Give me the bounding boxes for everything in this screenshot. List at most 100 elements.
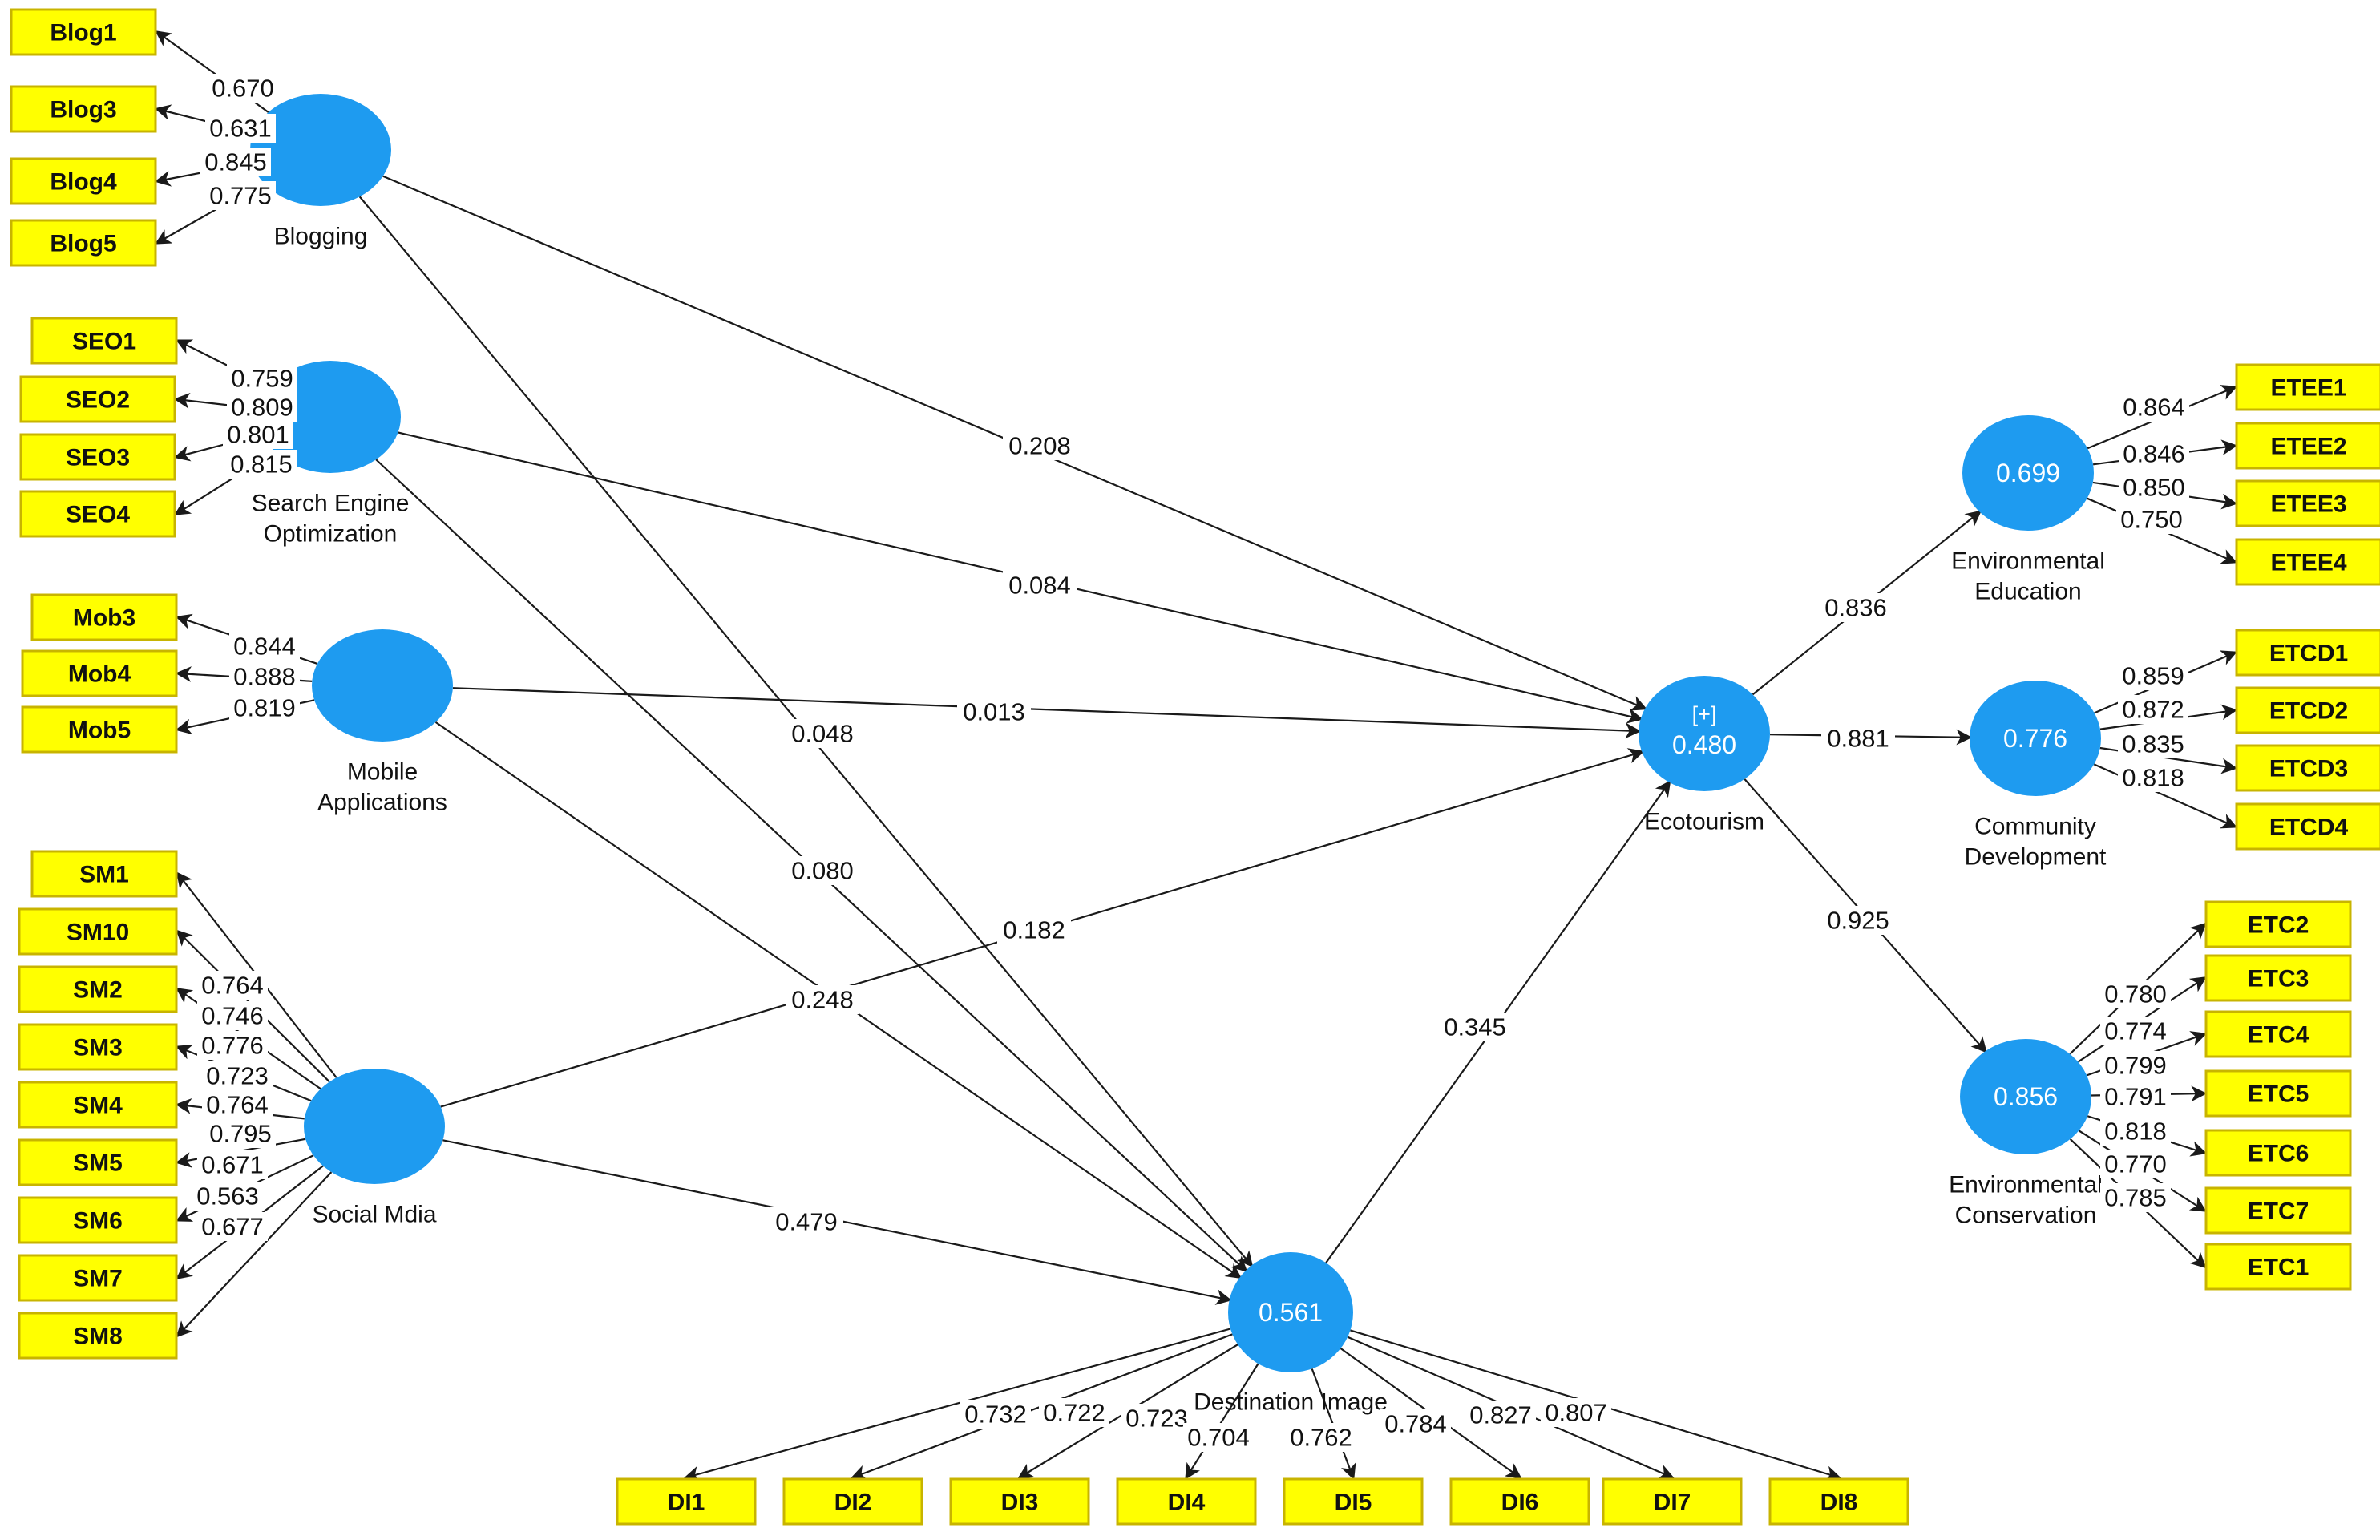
latent-circle-ecotourism[interactable] xyxy=(1639,676,1770,791)
indicator-box[interactable]: SEO1 xyxy=(30,317,178,365)
indicator-box[interactable]: ETEE3 xyxy=(2235,479,2380,527)
indicator-box[interactable]: ETC3 xyxy=(2204,954,2352,1002)
indicator-box[interactable]: Blog4 xyxy=(10,157,157,205)
indicator-box[interactable]: SM5 xyxy=(18,1138,178,1186)
indicator-box[interactable]: ETCD4 xyxy=(2235,802,2380,851)
indicator-rect-ETEE4[interactable] xyxy=(2235,538,2380,586)
indicator-box[interactable]: SM4 xyxy=(18,1081,178,1129)
indicator-rect-DI3[interactable] xyxy=(949,1477,1090,1526)
indicator-box[interactable]: SM10 xyxy=(18,907,178,956)
indicator-rect-SM6[interactable] xyxy=(18,1196,178,1244)
indicator-rect-Blog3[interactable] xyxy=(10,85,157,133)
indicator-rect-SEO2[interactable] xyxy=(19,375,176,423)
indicator-rect-Mob5[interactable] xyxy=(21,705,178,754)
indicator-rect-ETC1[interactable] xyxy=(2204,1243,2352,1291)
indicator-rect-ETC6[interactable] xyxy=(2204,1129,2352,1177)
indicator-rect-DI5[interactable] xyxy=(1283,1477,1424,1526)
latent-circle-env_education[interactable] xyxy=(1962,415,2094,531)
indicator-box[interactable]: ETEE4 xyxy=(2235,538,2380,586)
indicator-rect-DI1[interactable] xyxy=(616,1477,757,1526)
latent-circle-community_dev[interactable] xyxy=(1970,681,2101,796)
indicator-rect-SM10[interactable] xyxy=(18,907,178,956)
latent-node-social[interactable]: Social Mdia xyxy=(304,1069,445,1228)
indicator-box[interactable]: Blog3 xyxy=(10,85,157,133)
indicator-rect-ETC4[interactable] xyxy=(2204,1010,2352,1058)
indicator-box[interactable]: SEO4 xyxy=(19,490,176,538)
indicator-rect-ETCD3[interactable] xyxy=(2235,744,2380,792)
indicator-box[interactable]: SM7 xyxy=(18,1254,178,1302)
indicator-box[interactable]: ETC6 xyxy=(2204,1129,2352,1177)
indicator-box[interactable]: SM6 xyxy=(18,1196,178,1244)
latent-node-blogging[interactable]: Blogging xyxy=(250,94,391,250)
indicator-rect-ETEE2[interactable] xyxy=(2235,422,2380,470)
indicator-box[interactable]: Mob4 xyxy=(21,649,178,697)
indicator-rect-SM2[interactable] xyxy=(18,965,178,1013)
indicator-box[interactable]: ETC7 xyxy=(2204,1186,2352,1235)
indicator-box[interactable]: DI4 xyxy=(1116,1477,1257,1526)
indicator-box[interactable]: SEO3 xyxy=(19,433,176,481)
indicator-rect-DI8[interactable] xyxy=(1768,1477,1909,1526)
indicator-box[interactable]: ETC5 xyxy=(2204,1069,2352,1118)
indicator-box[interactable]: SM2 xyxy=(18,965,178,1013)
latent-circle-blogging[interactable] xyxy=(250,94,391,206)
indicator-rect-Blog1[interactable] xyxy=(10,8,157,56)
indicator-box[interactable]: ETC2 xyxy=(2204,900,2352,948)
indicator-rect-Blog5[interactable] xyxy=(10,219,157,267)
indicator-rect-SM8[interactable] xyxy=(18,1312,178,1360)
indicator-rect-ETCD4[interactable] xyxy=(2235,802,2380,851)
indicator-rect-SM3[interactable] xyxy=(18,1023,178,1071)
latent-circle-social[interactable] xyxy=(304,1069,445,1184)
indicator-rect-SEO1[interactable] xyxy=(30,317,178,365)
indicator-box[interactable]: DI2 xyxy=(782,1477,923,1526)
indicator-box[interactable]: Blog1 xyxy=(10,8,157,56)
latent-circle-env_conservation[interactable] xyxy=(1960,1039,2091,1154)
indicator-box[interactable]: DI5 xyxy=(1283,1477,1424,1526)
indicator-box[interactable]: ETCD2 xyxy=(2235,686,2380,734)
indicator-box[interactable]: Mob3 xyxy=(30,593,178,641)
indicator-rect-ETC5[interactable] xyxy=(2204,1069,2352,1118)
indicator-rect-ETC3[interactable] xyxy=(2204,954,2352,1002)
indicator-rect-SM1[interactable] xyxy=(30,850,178,898)
indicator-box[interactable]: SEO2 xyxy=(19,375,176,423)
indicator-rect-SM4[interactable] xyxy=(18,1081,178,1129)
indicator-rect-Mob4[interactable] xyxy=(21,649,178,697)
indicator-box[interactable]: Mob5 xyxy=(21,705,178,754)
indicator-box[interactable]: ETEE1 xyxy=(2235,363,2380,411)
indicator-rect-SEO4[interactable] xyxy=(19,490,176,538)
indicator-box[interactable]: ETEE2 xyxy=(2235,422,2380,470)
indicator-box[interactable]: DI8 xyxy=(1768,1477,1909,1526)
indicator-rect-SEO3[interactable] xyxy=(19,433,176,481)
indicator-rect-ETCD1[interactable] xyxy=(2235,629,2380,677)
indicator-rect-Blog4[interactable] xyxy=(10,157,157,205)
indicator-box[interactable]: DI6 xyxy=(1449,1477,1590,1526)
indicator-rect-DI2[interactable] xyxy=(782,1477,923,1526)
indicator-box[interactable]: SM8 xyxy=(18,1312,178,1360)
indicator-box[interactable]: Blog5 xyxy=(10,219,157,267)
indicator-box[interactable]: SM3 xyxy=(18,1023,178,1071)
indicator-rect-DI4[interactable] xyxy=(1116,1477,1257,1526)
indicator-rect-DI7[interactable] xyxy=(1602,1477,1743,1526)
indicator-rect-ETC7[interactable] xyxy=(2204,1186,2352,1235)
latent-circle-destination[interactable] xyxy=(1228,1252,1353,1372)
indicator-rect-SM5[interactable] xyxy=(18,1138,178,1186)
indicator-box[interactable]: ETCD3 xyxy=(2235,744,2380,792)
indicator-rect-ETCD2[interactable] xyxy=(2235,686,2380,734)
indicator-box[interactable]: ETC1 xyxy=(2204,1243,2352,1291)
indicator-rect-DI6[interactable] xyxy=(1449,1477,1590,1526)
indicator-box[interactable]: ETC4 xyxy=(2204,1010,2352,1058)
indicator-rect-ETEE1[interactable] xyxy=(2235,363,2380,411)
indicator-box[interactable]: SM1 xyxy=(30,850,178,898)
indicator-box[interactable]: DI1 xyxy=(616,1477,757,1526)
indicator-box[interactable]: DI3 xyxy=(949,1477,1090,1526)
indicator-rect-ETEE3[interactable] xyxy=(2235,479,2380,527)
indicator-box[interactable]: DI7 xyxy=(1602,1477,1743,1526)
latent-circle-mobile[interactable] xyxy=(312,629,453,742)
indicator-rect-SM7[interactable] xyxy=(18,1254,178,1302)
indicator-box[interactable]: ETCD1 xyxy=(2235,629,2380,677)
